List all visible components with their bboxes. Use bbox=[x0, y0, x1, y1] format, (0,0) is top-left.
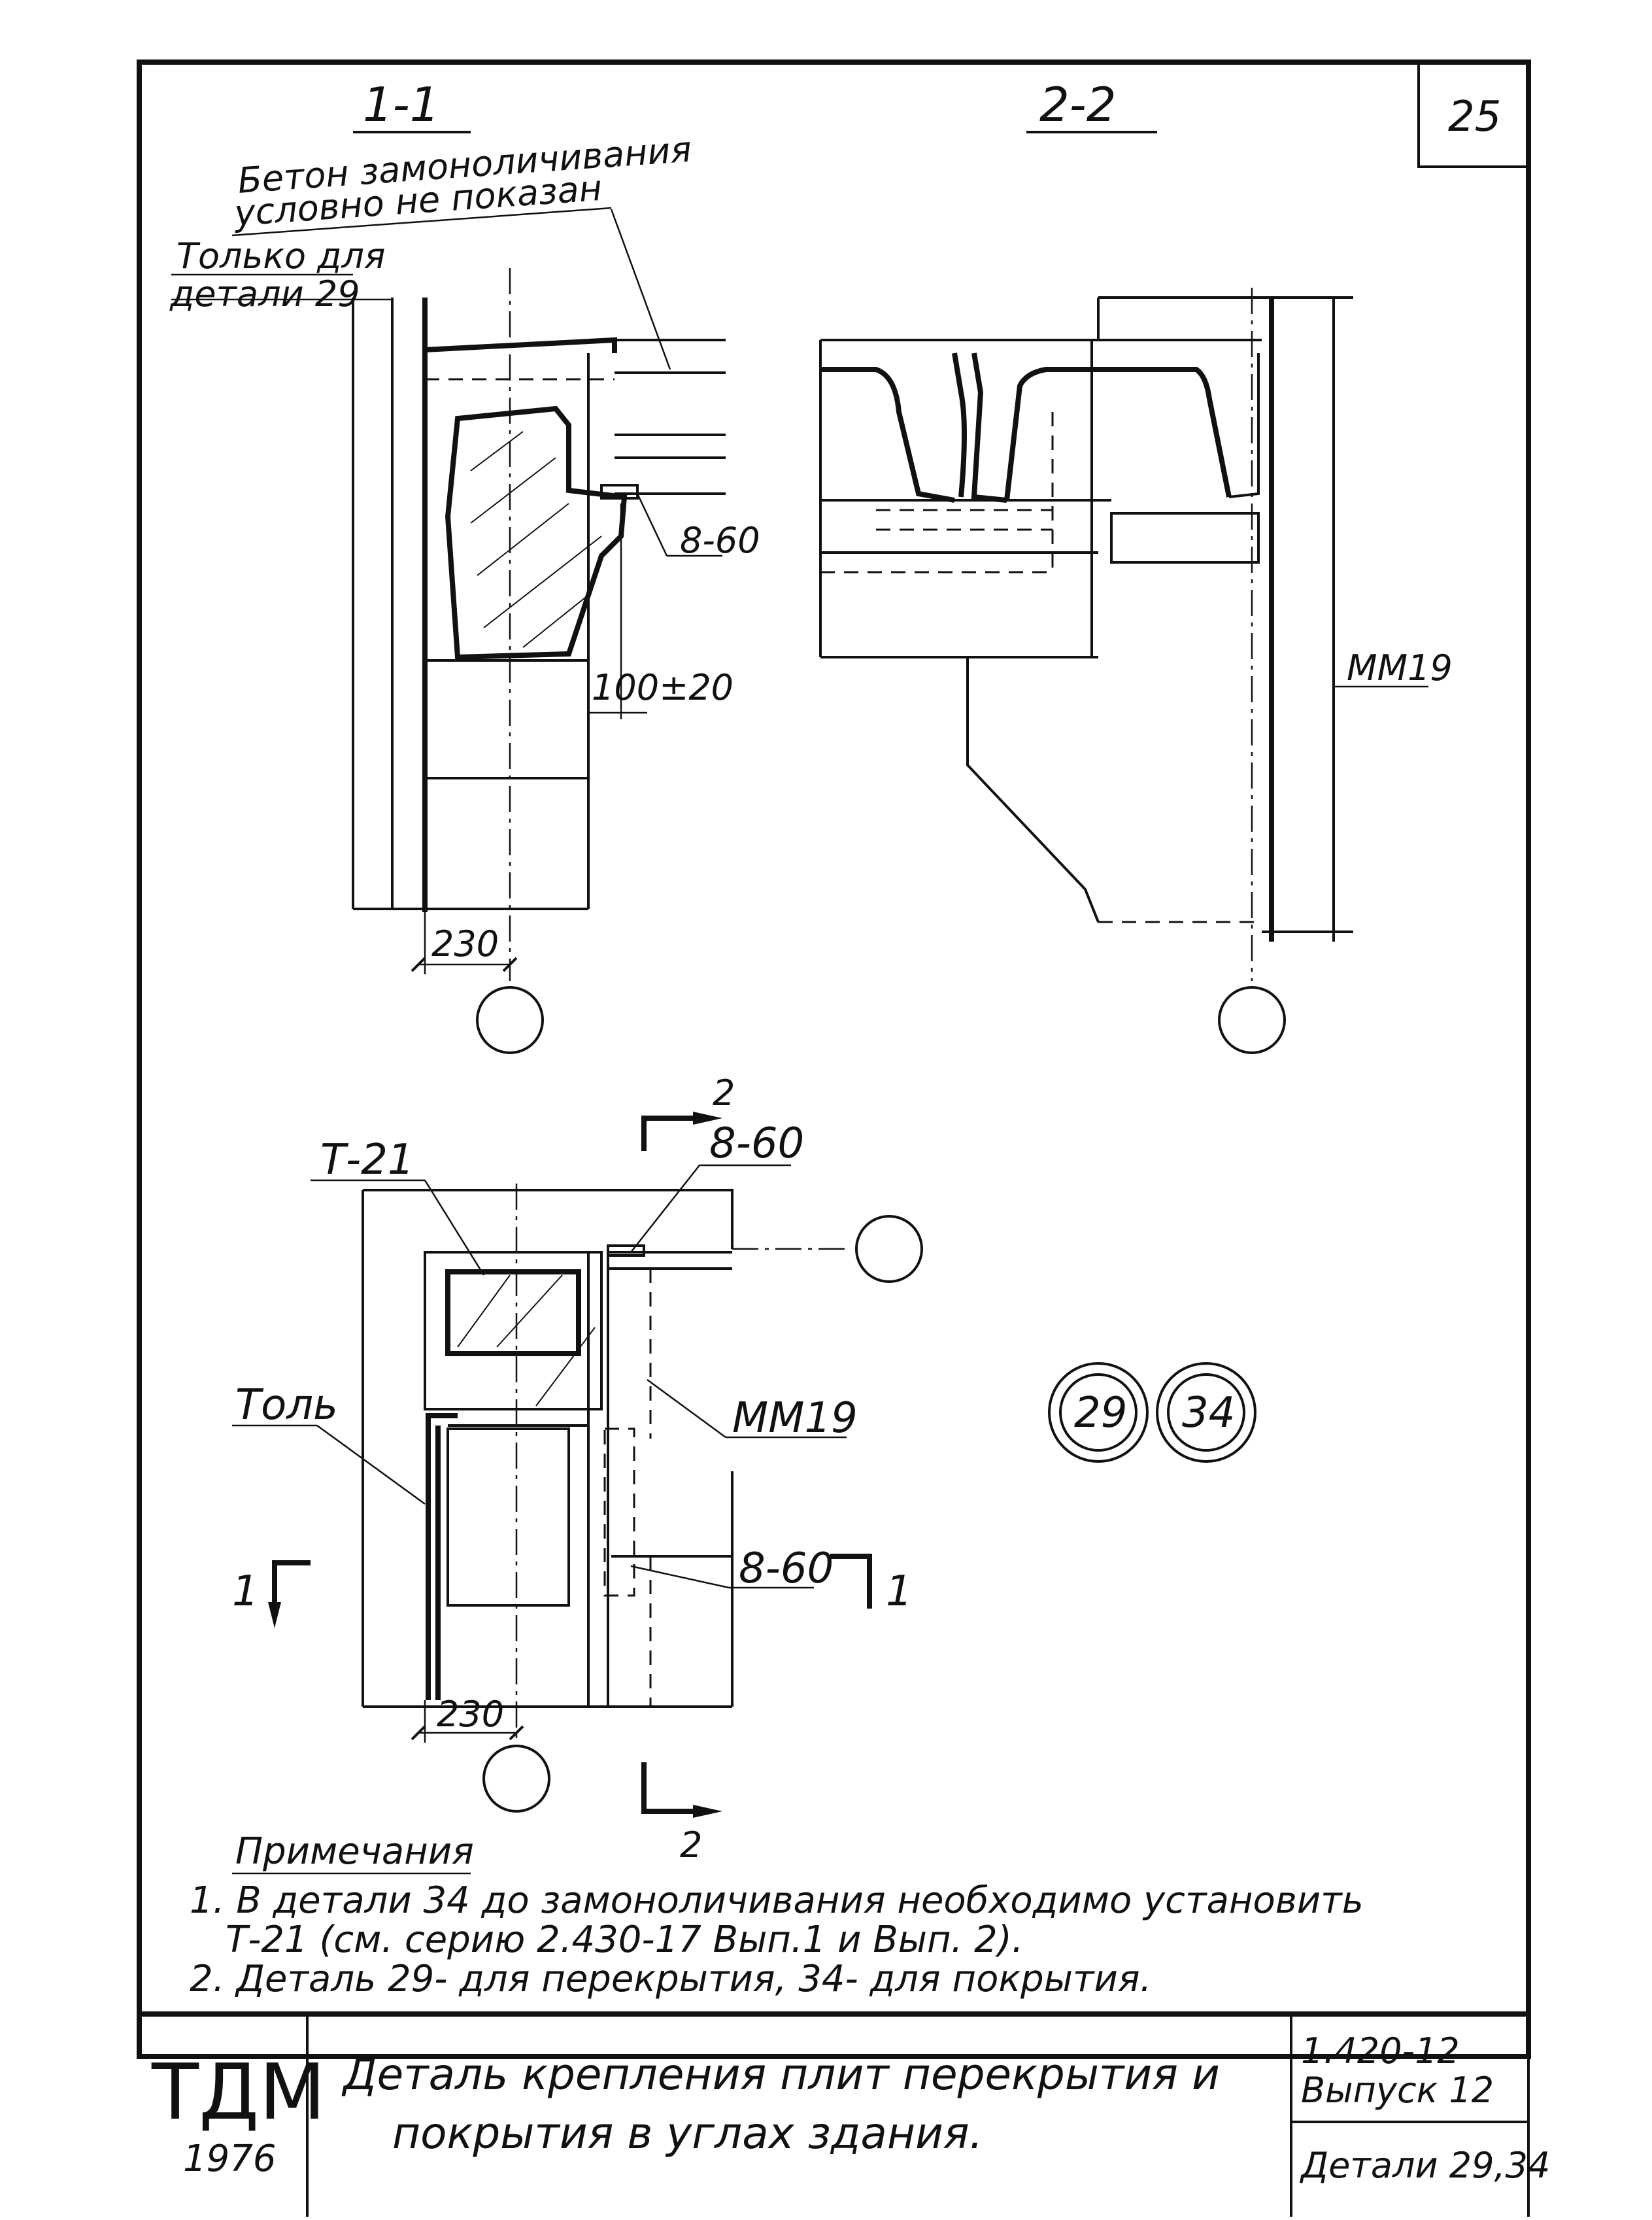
note-line-3: 2. Деталь 29- для перекрытия, 34- для по… bbox=[190, 1958, 1151, 2000]
dim-230-plan: 230 bbox=[437, 1694, 504, 1735]
page-number: 25 bbox=[1448, 93, 1501, 141]
axis-marker bbox=[1218, 986, 1286, 1054]
year: 1976 bbox=[183, 2138, 277, 2180]
bearing-block bbox=[445, 405, 628, 660]
section-title-1-1: 1-1 bbox=[363, 77, 440, 132]
detail-circle-29 bbox=[1048, 1362, 1149, 1463]
embedded-plate bbox=[600, 484, 639, 500]
steel-plate bbox=[1110, 512, 1260, 564]
weld-label-1-1: 8-60 bbox=[680, 520, 760, 561]
corbel bbox=[966, 657, 1100, 923]
notes: Примечания 1. В детали 34 до замоноличив… bbox=[190, 1830, 1364, 2000]
note-line-1: 1. В детали 34 до замоноличивания необхо… bbox=[190, 1879, 1364, 1922]
sheet-name: Детали 29,34 bbox=[1300, 2145, 1550, 2186]
leader-line bbox=[316, 1424, 426, 1505]
hatch bbox=[535, 1327, 596, 1407]
cut-label-2-top: 2 bbox=[713, 1072, 735, 1114]
weld-label-mid: 8-60 bbox=[739, 1545, 834, 1593]
detail-marks: 29 34 bbox=[1048, 1362, 1256, 1463]
note-line-2: Т-21 (см. серию 2.430-17 Вып.1 и Вып. 2)… bbox=[226, 1919, 1023, 1961]
hatch bbox=[522, 594, 589, 648]
anchor-label-plan: ММ19 bbox=[732, 1394, 858, 1443]
section-1-1-drawing: Бетон замоноличивания условно не показан… bbox=[169, 129, 760, 1054]
page-number-box bbox=[1417, 61, 1530, 168]
series-line-2: Выпуск 12 bbox=[1301, 2070, 1494, 2111]
anchor-label-2-2: ММ19 bbox=[1347, 647, 1453, 689]
title-line-1: Деталь крепления плит перекрытия и bbox=[341, 2049, 1220, 2100]
detail-mark-29: 29 bbox=[1074, 1389, 1127, 1437]
dim-gap: 100±20 bbox=[592, 667, 733, 708]
label-ruberoid: Толь bbox=[235, 1381, 338, 1429]
cut-mark-1-right bbox=[830, 1554, 872, 1609]
column bbox=[424, 1251, 603, 1410]
dimension-tick bbox=[411, 957, 426, 972]
leader-line bbox=[424, 1180, 485, 1276]
axis-marker bbox=[482, 1745, 550, 1813]
hatch bbox=[483, 536, 602, 628]
cut-mark-1-left bbox=[272, 1560, 311, 1602]
dim-230-section: 230 bbox=[431, 923, 499, 965]
cut-label-1-left: 1 bbox=[232, 1567, 259, 1616]
slab-rib bbox=[1004, 367, 1232, 501]
title-line-2: покрытия в углах здания. bbox=[392, 2108, 983, 2159]
detail-circle-34 bbox=[1156, 1362, 1256, 1463]
leader-line bbox=[647, 1378, 726, 1439]
leader-line bbox=[231, 207, 612, 237]
detail-circle-29-inner bbox=[1059, 1373, 1138, 1452]
slab-end bbox=[1228, 353, 1260, 498]
lower-block bbox=[447, 1427, 570, 1607]
axis-marker bbox=[476, 986, 544, 1054]
title-block: ТДМ 1976 Деталь крепления плит перекрыти… bbox=[139, 2011, 1550, 2217]
slab-rib bbox=[952, 352, 967, 498]
cut-arrow bbox=[693, 1805, 722, 1818]
cut-label-2-bottom: 2 bbox=[680, 1824, 702, 1866]
leader-line bbox=[630, 1565, 730, 1589]
section-title-2-2: 2-2 bbox=[1039, 77, 1117, 132]
weld-plate bbox=[607, 1244, 645, 1257]
slab-rib bbox=[820, 367, 955, 503]
axis-marker bbox=[855, 1215, 923, 1283]
leader-line bbox=[610, 209, 671, 370]
hatch bbox=[496, 1274, 563, 1348]
notes-heading: Примечания bbox=[235, 1830, 474, 1873]
cut-arrow bbox=[268, 1602, 281, 1628]
dimension-tick bbox=[509, 1725, 524, 1741]
dimension-tick bbox=[502, 957, 518, 972]
section-2-2-drawing: ММ19 bbox=[819, 288, 1453, 1054]
only-for-line2: детали 29 bbox=[169, 273, 360, 315]
weld-label-top: 8-60 bbox=[709, 1119, 804, 1168]
leader-line bbox=[630, 1165, 700, 1253]
cut-label-1-right: 1 bbox=[886, 1567, 913, 1616]
slab-rib bbox=[971, 352, 1007, 503]
cut-mark-2-bottom bbox=[641, 1762, 693, 1814]
embedded-anchor bbox=[603, 1427, 635, 1597]
plan-drawing: Т-21 2 8-60 Толь bbox=[232, 1072, 923, 1866]
detail-circle-34-inner bbox=[1167, 1373, 1245, 1452]
label-t21: Т-21 bbox=[320, 1136, 414, 1184]
hatch bbox=[470, 431, 524, 471]
cut-arrow bbox=[693, 1112, 722, 1125]
hatch bbox=[470, 457, 556, 524]
hatch bbox=[457, 1274, 511, 1348]
logo-tdm: ТДМ bbox=[151, 2047, 326, 2137]
only-for-line1: Только для bbox=[177, 235, 386, 277]
detail-mark-34: 34 bbox=[1182, 1389, 1235, 1437]
dimension-tick bbox=[411, 1725, 426, 1741]
ruberoid-layer bbox=[426, 1413, 458, 1700]
slab-top bbox=[424, 337, 617, 353]
cut-mark-2-top bbox=[641, 1116, 693, 1151]
hatch bbox=[477, 503, 569, 576]
leader-line bbox=[636, 493, 668, 556]
plan-outline bbox=[363, 1189, 733, 1249]
sheet-frame bbox=[137, 60, 1531, 2059]
series-line-1: 1.420-12 bbox=[1301, 2030, 1460, 2072]
embedded-part-t21 bbox=[445, 1269, 581, 1356]
